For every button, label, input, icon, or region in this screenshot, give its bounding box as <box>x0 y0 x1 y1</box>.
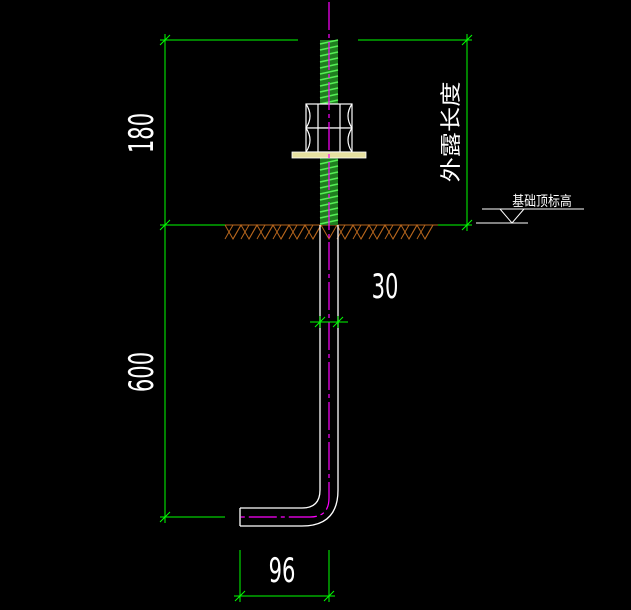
embed-length-dimension: 600 <box>122 352 162 392</box>
foundation-elevation-mark <box>476 208 584 224</box>
anchor-bolt-body <box>239 225 339 527</box>
bar-diameter-dimension: 30 <box>372 267 399 307</box>
bolt-centerline <box>240 2 330 518</box>
exposed-length-dimension: 180 <box>122 113 162 153</box>
hook-length-dimension: 96 <box>269 551 296 591</box>
ground-hatch <box>224 223 438 241</box>
exposed-length-note: 外露长度 <box>439 82 463 183</box>
foundation-top-label: 基础顶标高 <box>512 193 571 210</box>
dimension-lines <box>159 34 473 602</box>
